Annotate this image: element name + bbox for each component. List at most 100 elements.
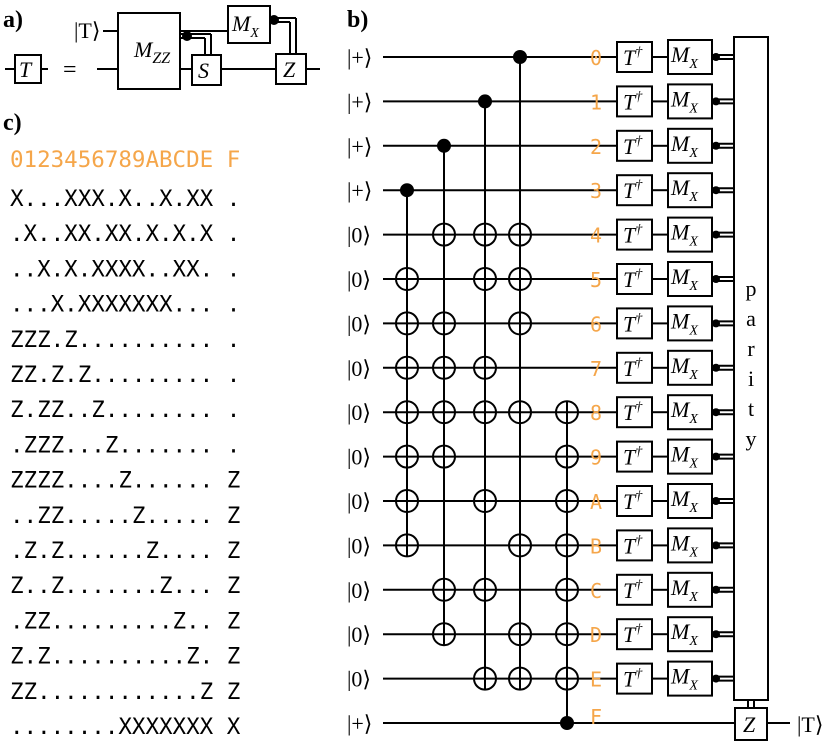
svg-text:T†: T† — [623, 134, 643, 159]
t-dagger-gate: T† — [616, 529, 653, 562]
svg-text:MX: MX — [670, 131, 698, 161]
svg-text:T†: T† — [623, 533, 643, 558]
final-z-gate — [734, 707, 768, 741]
panel-a: a) T = |T⟩ MZZ S MX — [3, 5, 320, 90]
cnot-target — [508, 622, 532, 647]
input-ket: |+⟩ — [347, 89, 372, 114]
s-gate-label: S — [198, 58, 209, 83]
mx-gate: MX — [667, 127, 734, 164]
cnot-control-dot — [400, 183, 414, 198]
qubit-index-label: D — [590, 623, 602, 647]
t-dagger-gate: T† — [616, 485, 653, 517]
cnot-target — [432, 400, 456, 425]
input-ket: |0⟩ — [347, 622, 371, 647]
cnot-target — [432, 311, 456, 336]
input-ket: |0⟩ — [347, 489, 371, 514]
svg-text:T†: T† — [623, 89, 643, 114]
matrix-rows: X...XXX.X..X.XX ..X..XX.XX.X.X.X ...X.X.… — [10, 186, 241, 740]
mx-gate: MX — [667, 216, 734, 253]
matrix-row: ..ZZ.....Z..... Z — [10, 503, 240, 529]
t-dagger-gate: T† — [616, 41, 653, 73]
qubit-index-label: 2 — [590, 135, 602, 159]
parity-letter: i — [748, 366, 754, 391]
qubit-index-label: F — [590, 705, 602, 729]
input-ket: |0⟩ — [347, 578, 371, 603]
parity-letter: r — [747, 336, 755, 361]
input-ket: |+⟩ — [347, 178, 372, 203]
output-ket: |T⟩ — [797, 712, 823, 737]
cnot-target — [473, 400, 497, 425]
input-ket: |0⟩ — [347, 311, 371, 336]
svg-text:T†: T† — [623, 400, 643, 425]
svg-text:MX: MX — [670, 220, 698, 250]
input-ket: |+⟩ — [347, 45, 372, 70]
svg-text:MX: MX — [670, 397, 698, 427]
input-ket: |0⟩ — [347, 445, 371, 470]
cnot-target — [473, 577, 497, 602]
qubit-index-label: B — [590, 534, 602, 558]
svg-text:MX: MX — [670, 175, 698, 205]
qubit-index-label: 7 — [590, 357, 602, 381]
cnot-target — [473, 222, 497, 247]
panel-b-label: b) — [347, 7, 368, 33]
matrix-row: .ZZ.........Z.. Z — [10, 608, 240, 634]
matrix-row: ZZZZ....Z...... Z — [10, 468, 240, 494]
svg-text:T†: T† — [623, 489, 643, 514]
cnot-target — [508, 533, 532, 558]
qubit-index-label: 1 — [590, 90, 602, 114]
qubit-index-label: C — [590, 579, 602, 603]
cnot-target — [555, 533, 579, 558]
cnot-target — [555, 489, 579, 513]
matrix-header: 0123456789ABCDE F — [10, 147, 240, 173]
svg-text:T†: T† — [623, 223, 643, 248]
qubit-index-label: E — [590, 668, 602, 692]
cnot-control-dot — [478, 94, 492, 109]
t-dagger-gate: T† — [616, 85, 653, 118]
qubit-index-label: 5 — [590, 268, 602, 292]
cnot-target — [508, 666, 532, 691]
panel-c: c) 0123456789ABCDE F X...XXX.X..X.XX ..X… — [3, 110, 241, 740]
qubit-index-label: 4 — [590, 224, 602, 248]
input-ket: |0⟩ — [347, 267, 371, 292]
matrix-row: .Z.Z......Z.... Z — [10, 538, 240, 564]
panel-b: b) |+⟩0|+⟩1|+⟩2|+⟩3|0⟩4|0⟩5|0⟩6|0⟩7|0⟩8|… — [347, 7, 823, 741]
matrix-row: ........XXXXXXX X — [10, 714, 241, 740]
mx-gate: MX — [667, 39, 734, 75]
matrix-row: Z..Z.......Z... Z — [10, 573, 240, 599]
cnot-target — [508, 267, 532, 291]
cnot-target — [395, 311, 419, 336]
cnot-control-dot — [513, 50, 527, 64]
mx-gate: MX — [667, 527, 734, 564]
svg-text:MX: MX — [670, 42, 698, 72]
cnot-target — [473, 355, 497, 380]
mx-gate: MX — [667, 349, 734, 386]
final-z-label: Z — [743, 712, 756, 737]
cnot-target — [395, 267, 419, 291]
mx-gate-label-a: MX — [231, 11, 259, 41]
svg-text:MX: MX — [670, 86, 698, 116]
cnot-target — [432, 577, 456, 602]
svg-text:MX: MX — [670, 486, 698, 516]
mx-gate: MX — [667, 83, 734, 120]
t-dagger-gate: T† — [616, 440, 653, 473]
parity-letter: t — [748, 396, 754, 421]
svg-text:MX: MX — [670, 442, 698, 472]
mx-gate: MX — [667, 571, 734, 608]
svg-text:MX: MX — [670, 353, 698, 383]
t-dagger-gate: T† — [616, 573, 653, 606]
cnot-target — [473, 489, 497, 513]
matrix-row: Z.Z..........Z. Z — [10, 644, 240, 670]
t-dagger-gate: T† — [616, 618, 653, 651]
svg-text:T†: T† — [623, 45, 643, 70]
panel-c-label: c) — [3, 110, 22, 136]
svg-text:MX: MX — [670, 664, 698, 694]
input-ket: |0⟩ — [347, 400, 371, 425]
qubit-index-label: A — [590, 490, 602, 514]
cnot-target — [508, 311, 532, 336]
svg-text:MX: MX — [670, 264, 698, 294]
mx-gate: MX — [667, 616, 734, 653]
matrix-row: Z.ZZ..Z........ . — [10, 397, 240, 423]
svg-text:MX: MX — [670, 619, 698, 649]
mx-gate: MX — [667, 394, 734, 431]
mx-gate: MX — [667, 261, 734, 297]
